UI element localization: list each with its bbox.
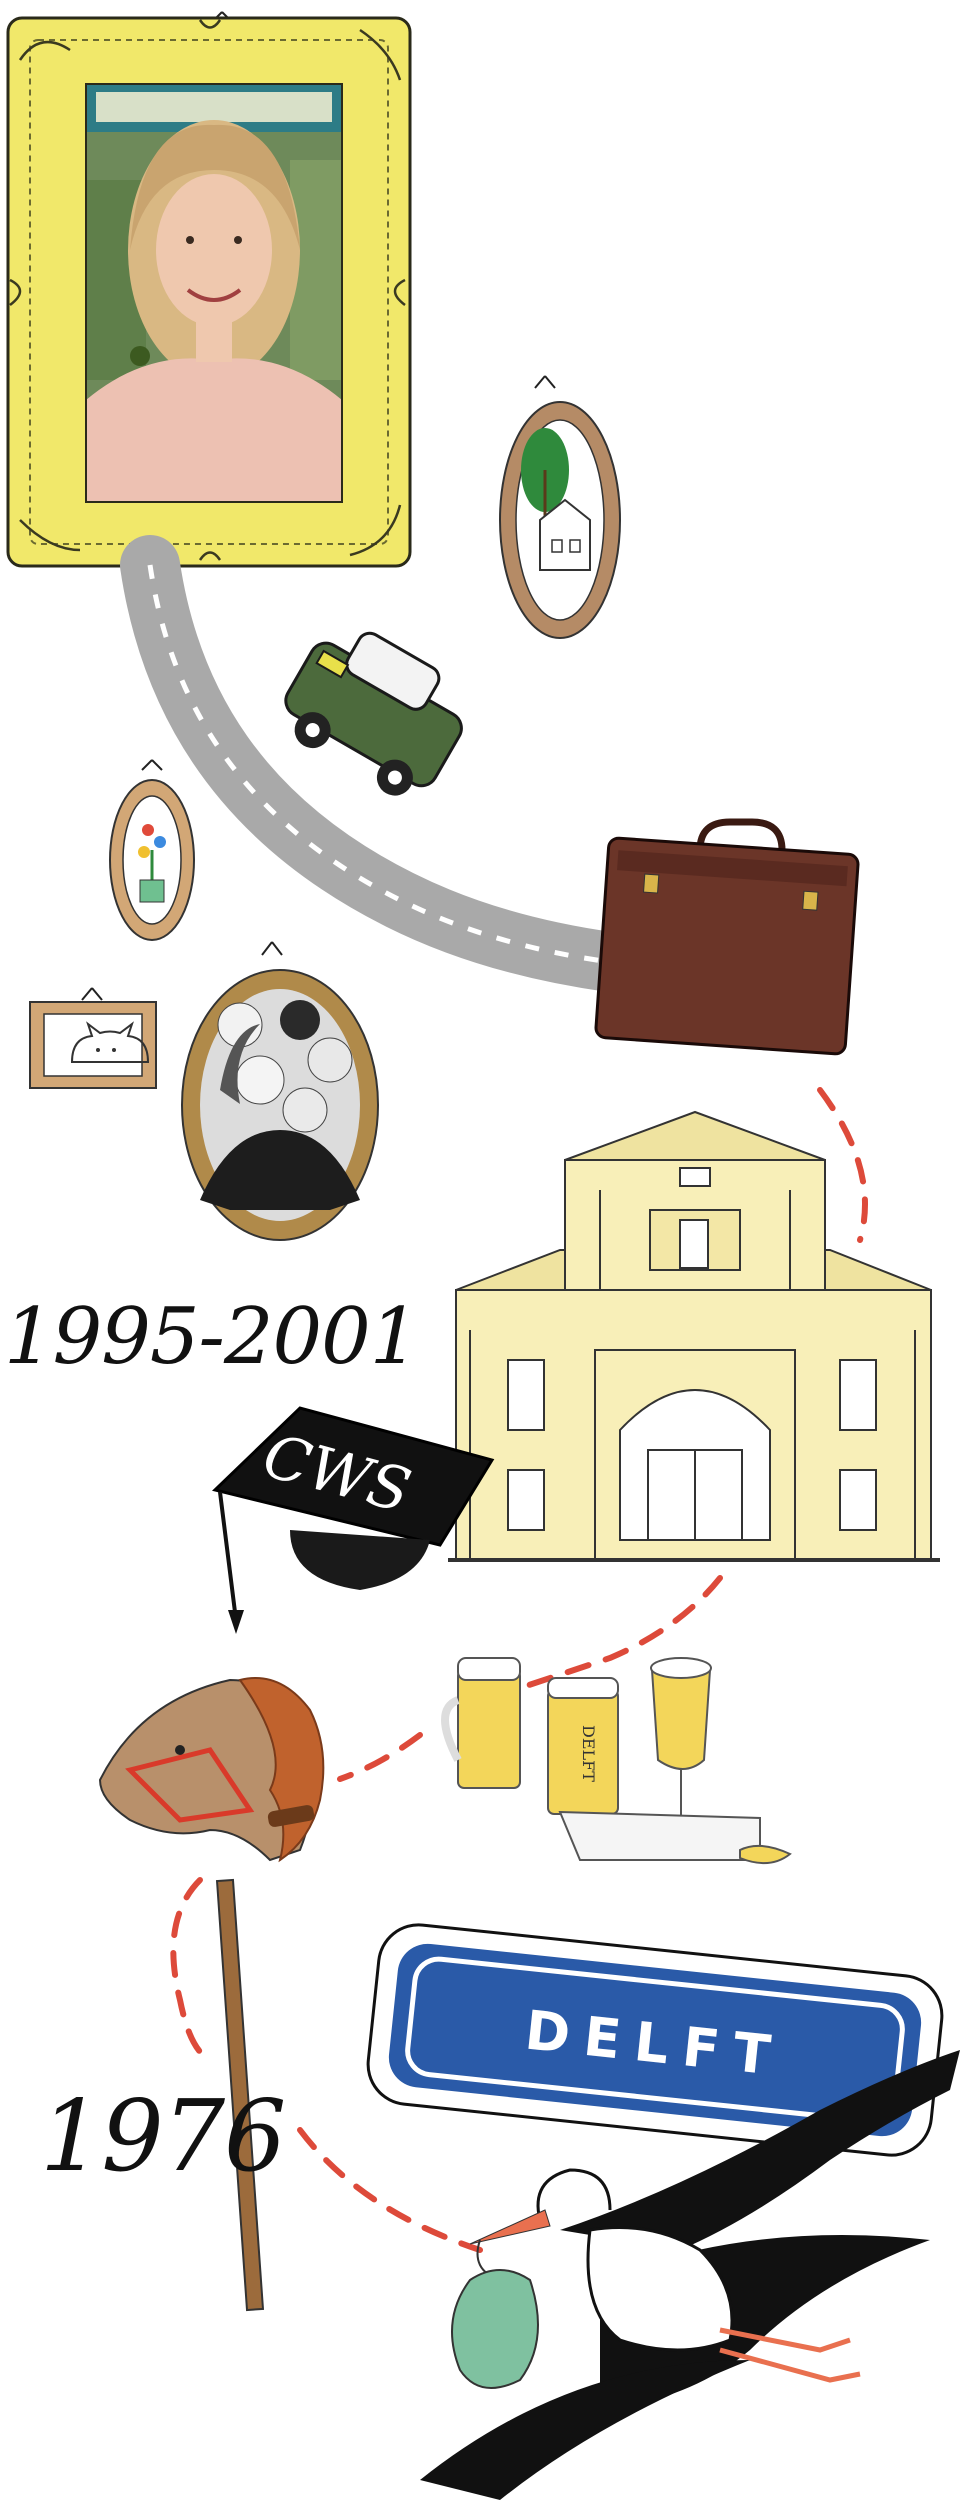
hobby-horse-icon [100, 1678, 323, 2310]
oval-frame-flowers [110, 760, 194, 940]
university-building [448, 1112, 940, 1560]
car-icon [269, 611, 482, 810]
oval-frame-house [500, 376, 620, 638]
beer-glasses: DELFT [445, 1658, 790, 1863]
oval-frame-group-photo [182, 942, 378, 1240]
cat-frame [30, 988, 156, 1088]
year-label-1995-2001: 1995-2001 [4, 1292, 418, 1382]
portrait-frame-group [8, 12, 410, 566]
suitcase-icon [595, 822, 858, 1054]
mug-lettering: DELFT [579, 1725, 598, 1782]
portrait-photo [86, 84, 342, 502]
graduation-cap-icon: CWS [215, 1408, 492, 1634]
year-label-1976: 1976 [40, 2080, 285, 2194]
